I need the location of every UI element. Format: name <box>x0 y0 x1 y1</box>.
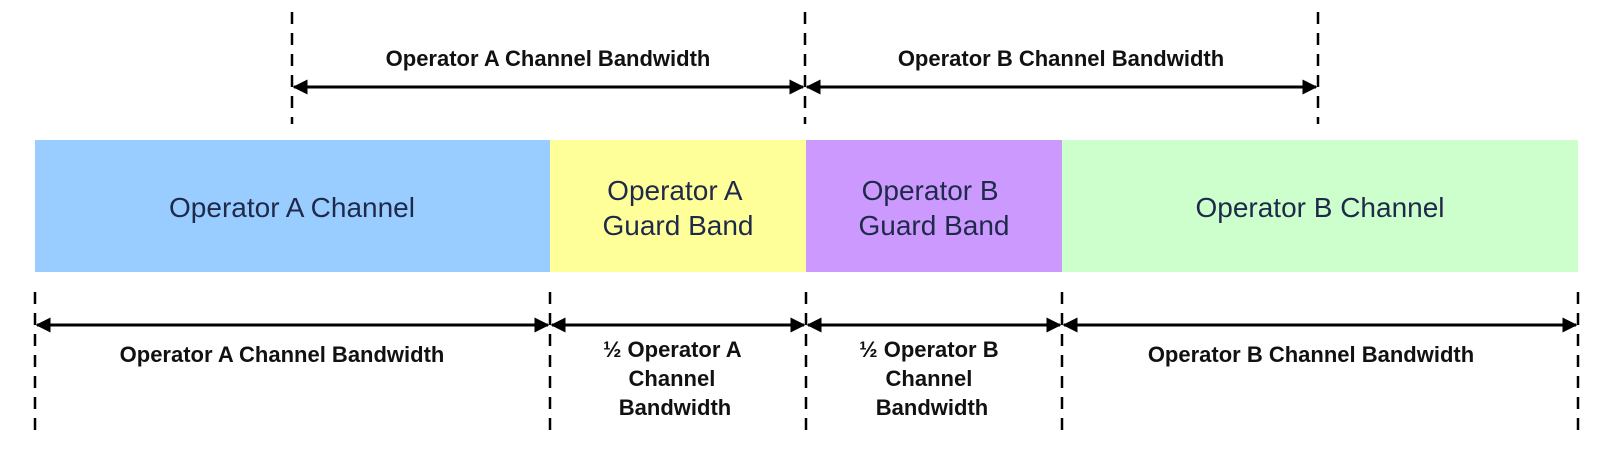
bottom-label-operator-a-bandwidth: Operator A Channel Bandwidth <box>120 342 445 367</box>
bottom-dimension-group: Operator A Channel Bandwidth ½ Operator … <box>33 292 1580 438</box>
operator-b-channel-block <box>1062 140 1578 272</box>
operator-b-guard-band-block <box>806 140 1063 272</box>
bottom-label-operator-b-bandwidth: Operator B Channel Bandwidth <box>1148 342 1474 367</box>
operator-b-guard-band-label: Operator B Guard Band <box>859 175 1010 241</box>
bottom-label-operator-b-half-bandwidth: ½ Operator B Channel Bandwidth <box>859 337 1005 420</box>
operator-a-guard-band-label: Operator A Guard Band <box>603 175 754 241</box>
operator-a-guard-band-block <box>550 140 807 272</box>
top-dimension-group: Operator A Channel Bandwidth Operator B … <box>290 12 1320 124</box>
operator-a-channel-block <box>35 140 551 272</box>
top-label-operator-a-bandwidth: Operator A Channel Bandwidth <box>386 46 711 71</box>
top-label-operator-b-bandwidth: Operator B Channel Bandwidth <box>898 46 1224 71</box>
operator-b-channel-label: Operator B Channel <box>1195 192 1444 223</box>
bottom-label-operator-a-half-bandwidth: ½ Operator A Channel Bandwidth <box>603 337 747 420</box>
spectrum-blocks: Operator A Channel Operator A Guard Band… <box>35 140 1578 272</box>
operator-a-channel-label: Operator A Channel <box>169 192 415 223</box>
